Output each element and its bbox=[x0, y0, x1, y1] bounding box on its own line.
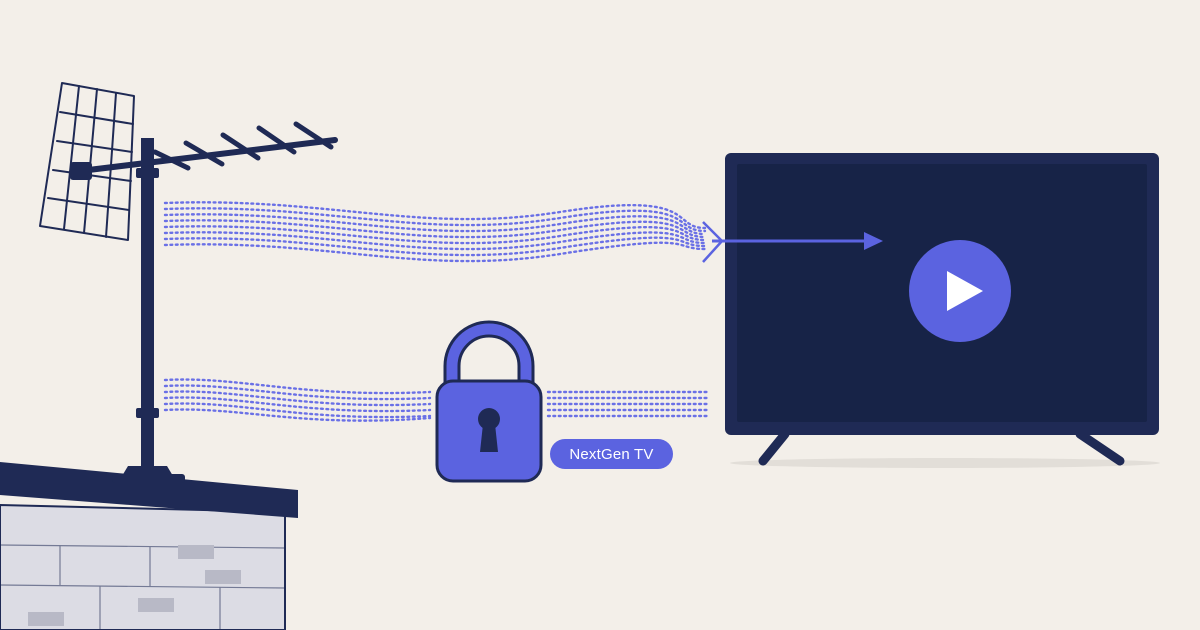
wall-bricks bbox=[0, 544, 285, 630]
antenna-icon bbox=[39, 82, 338, 483]
building bbox=[0, 462, 298, 630]
signal-wave-lower-right bbox=[546, 390, 710, 418]
play-icon[interactable] bbox=[909, 240, 1011, 342]
wall bbox=[0, 503, 286, 630]
roof-ledge bbox=[0, 462, 298, 518]
signal-wave-lower-left bbox=[163, 378, 432, 422]
badge-label: NextGen TV bbox=[569, 445, 654, 463]
signal-wave-upper bbox=[163, 201, 707, 263]
keyhole-icon bbox=[478, 408, 500, 452]
padlock-icon bbox=[435, 320, 543, 483]
tv bbox=[725, 153, 1160, 468]
badge-shape bbox=[550, 439, 673, 469]
nextgen-tv-badge: NextGen TV bbox=[550, 439, 673, 469]
arrow-overlay bbox=[718, 232, 883, 250]
